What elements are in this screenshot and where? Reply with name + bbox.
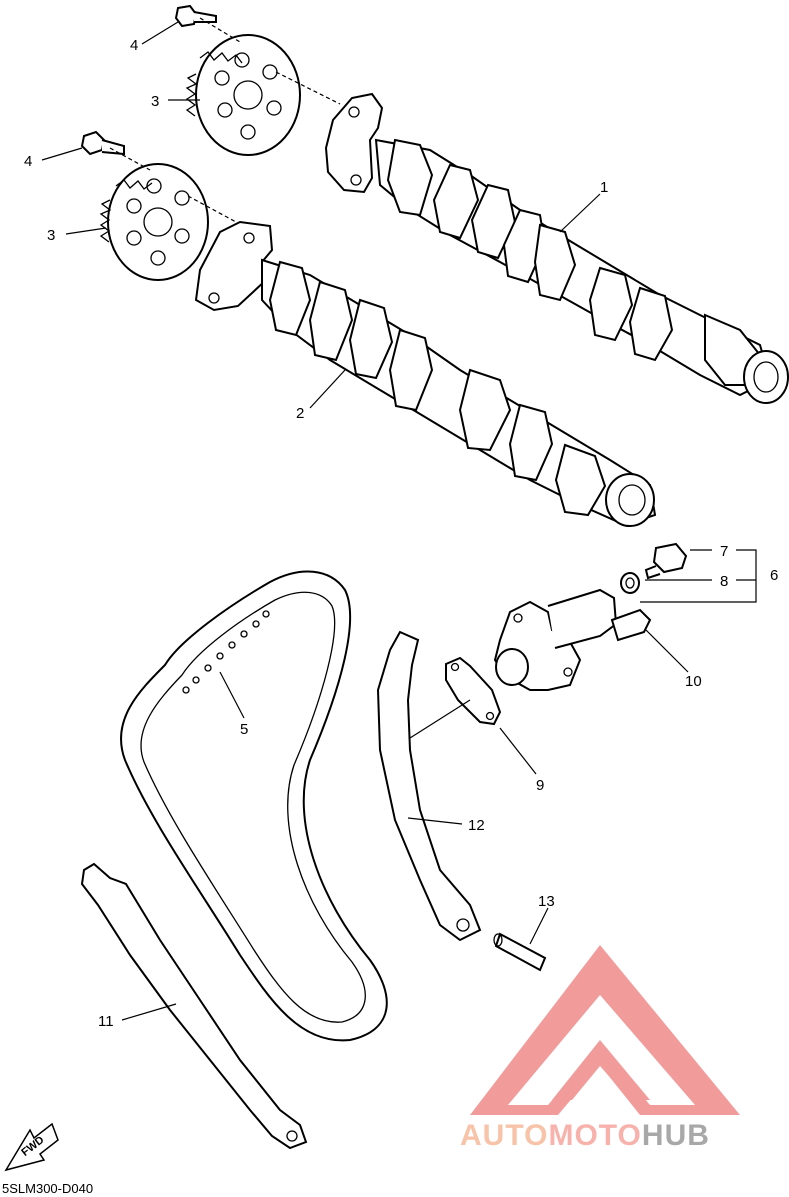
callout-9: 9 [536, 777, 544, 794]
callout-12: 12 [468, 817, 485, 834]
callout-5: 5 [240, 721, 248, 738]
callout-13: 13 [538, 893, 555, 910]
camshaft-sprocket-lower [99, 163, 209, 281]
forward-arrow-icon: FWD [4, 1122, 59, 1172]
sprocket-bolt-lower [80, 130, 125, 156]
svg-text:AUTOMOTOHUB: AUTOMOTOHUB [460, 1119, 710, 1152]
callout-2: 2 [296, 405, 304, 422]
callout-3: 3 [47, 227, 55, 244]
brand-auto: AUTO [460, 1119, 548, 1152]
callout-10: 10 [685, 673, 702, 690]
tensioner-gasket [445, 656, 502, 726]
cam-chain-tensioner [493, 588, 618, 691]
camshaft-sprocket-upper [185, 34, 301, 156]
tensioner-cap-bolt [644, 542, 688, 580]
callouts: 4 3 4 3 1 2 5 7 8 6 10 9 12 13 11 [24, 37, 778, 1030]
callout-3: 3 [151, 93, 159, 110]
sprocket-bolt-upper [174, 4, 217, 28]
callout-6: 6 [770, 567, 778, 584]
camshaft-exhaust [324, 92, 789, 404]
callout-7: 7 [720, 543, 728, 560]
timing-chain [119, 570, 388, 1042]
camshaft-intake [194, 220, 657, 527]
tensioner-washer [620, 572, 640, 594]
automotohub-logo: AUTOMOTOHUB [460, 945, 740, 1152]
brand-moto: MOTO [548, 1119, 641, 1152]
chain-guide [376, 630, 482, 942]
brand-hub: HUB [642, 1119, 710, 1152]
callout-11: 11 [98, 1013, 114, 1030]
callout-1: 1 [600, 179, 608, 196]
tensioner-mounting-bolt [610, 608, 652, 642]
callout-4: 4 [130, 37, 138, 54]
drawing-code: 5SLM300-D040 [2, 1181, 94, 1196]
guide-pin [493, 932, 547, 972]
callout-8: 8 [720, 573, 728, 590]
tensioner-guide [80, 862, 308, 1150]
callout-4: 4 [24, 153, 32, 170]
leader-lines [41, 21, 757, 1021]
